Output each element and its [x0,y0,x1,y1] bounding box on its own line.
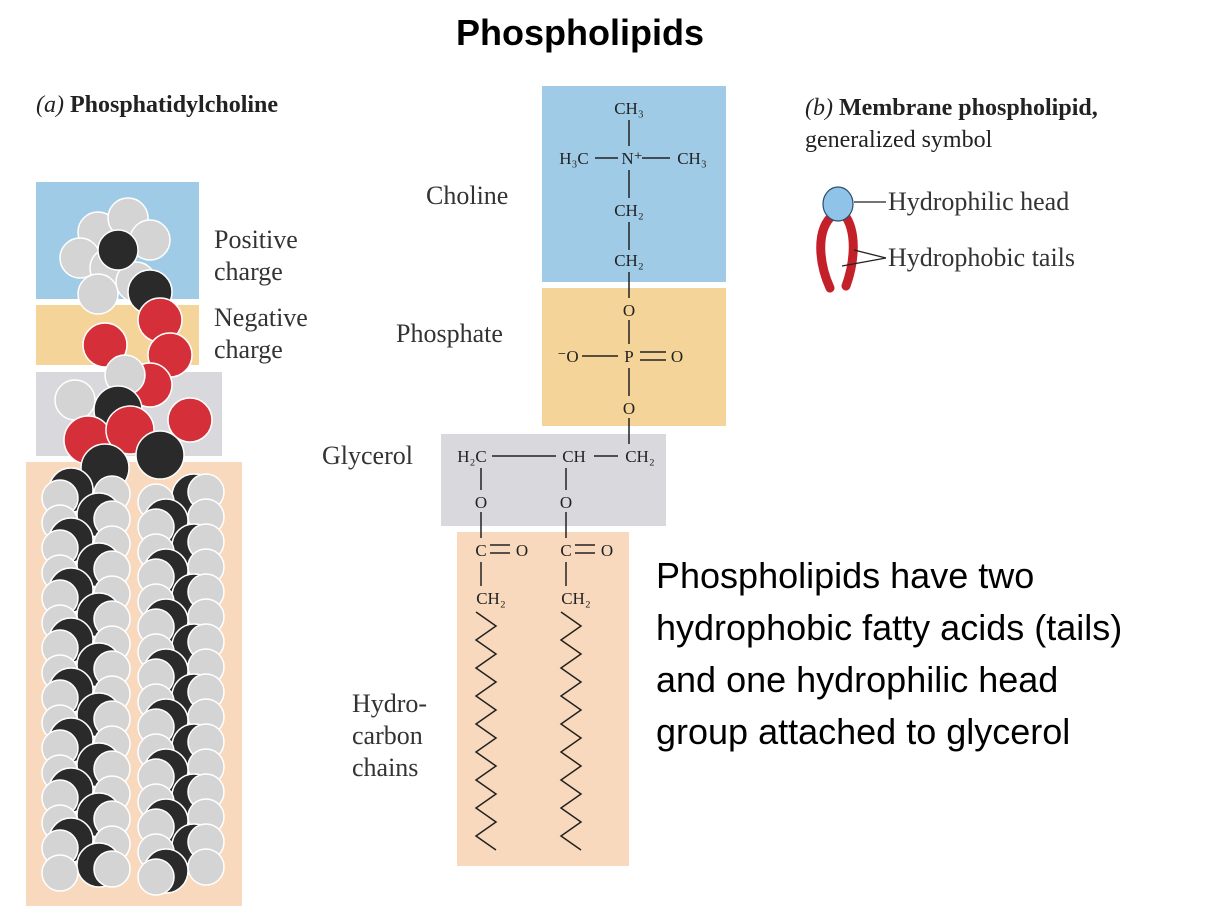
tail-leader-line-right [853,249,887,259]
choline-region [542,86,726,282]
atom-carbonyl-o-left: O [516,541,528,560]
glycerol-label: Glycerol [322,441,413,470]
panel-b-title: Membrane phospholipid, [838,95,1098,121]
hydrophobic-tails-label: Hydrophobic tails [888,243,1076,272]
structural-formula: CH₃ H₃C N⁺ CH₃ CH₂ CH₂ O ⁻O P O O H₂C CH… [441,86,726,866]
atom-c-right: C [560,541,571,560]
negative-charge-line1: Negative [214,303,308,332]
panel-b-letter: (b) [805,95,833,121]
hydrocarbon-label: Hydro- carbon chains [352,688,427,784]
panel-b-title-line: (b) Membrane phospholipid, [805,92,1098,124]
description-line3: and one hydrophilic head [656,659,1059,700]
space-filling-model [26,182,242,906]
hydrophilic-head-shape [822,186,854,222]
atom-o-double: O [671,347,683,366]
panel-b-heading: (b) Membrane phospholipid, generalized s… [805,92,1098,156]
hydrocarbon-region [457,532,629,866]
glycerol-region [441,434,666,526]
hydrogen-atom [77,273,119,315]
atom-h2c: H₂C [457,447,487,466]
atom-o-minus: ⁻O [557,347,578,366]
atom-ch2-b: CH₂ [614,251,644,270]
oxygen-atom [167,397,213,443]
atom-ch: CH [562,447,586,466]
negative-charge-line2: charge [214,335,283,364]
tail-leader-line-left [841,257,887,267]
oxygen-atom [82,322,128,368]
atom-n-plus: N⁺ [621,149,642,168]
description-line4: group attached to glycerol [656,711,1071,752]
hydrocarbon-line2: carbon [352,721,423,750]
hydrophilic-head-label: Hydrophilic head [888,187,1070,216]
phosphate-region [542,288,726,426]
hydrogen-atom [41,854,79,892]
hydrocarbon-line1: Hydro- [352,689,428,718]
description-text: Phospholipids have two hydrophobic fatty… [656,550,1122,758]
atom-p: P [624,347,633,366]
atom-labels: CH₃ H₃C N⁺ CH₃ CH₂ CH₂ O ⁻O P O O H₂C CH… [457,99,707,608]
panel-a-heading: (a) Phosphatidylcholine [36,92,278,119]
atom-spheres [41,197,225,896]
atom-ch3-right: CH₃ [677,149,707,168]
panel-a-letter: (a) [36,92,64,118]
phosphate-label: Phosphate [396,319,503,348]
atom-o-bottom: O [623,399,635,418]
generalized-symbol [816,186,887,293]
atom-ch2-glycerol: CH₂ [625,447,655,466]
bond-lines [474,120,670,851]
choline-label: Choline [426,181,509,210]
carbon-atom [97,229,139,271]
hydrogen-atom [137,858,175,896]
hydrophobic-tail-left [816,209,839,293]
atom-o-left: O [475,493,487,512]
carbon-atom [135,430,185,480]
negative-charge-label: Negative charge [214,302,308,366]
atom-c-left: C [475,541,486,560]
atom-ch2-a: CH₂ [614,201,644,220]
page-title: Phospholipids [456,12,704,53]
positive-charge-line2: charge [214,257,283,286]
atom-carbonyl-o-right: O [601,541,613,560]
hydrogen-atom [187,848,225,886]
hydrocarbon-line3: chains [352,753,419,782]
panel-a-title: Phosphatidylcholine [69,92,279,118]
atom-o-right: O [560,493,572,512]
positive-charge-label: Positive charge [214,224,298,288]
atom-o-top: O [623,301,635,320]
description-line1: Phospholipids have two [656,555,1035,596]
hydrophobic-tail-right [839,209,858,291]
description-line2: hydrophobic fatty acids (tails) [656,607,1123,648]
atom-ch3-top: CH₃ [614,99,644,118]
hydrogen-atom [54,379,96,421]
panel-b-subtitle: generalized symbol [805,127,993,153]
atom-ch2-tail-left: CH₂ [476,589,506,608]
hydrogen-atom [93,850,131,888]
atom-h3c: H₃C [559,149,589,168]
atom-ch2-tail-right: CH₂ [561,589,591,608]
positive-charge-line1: Positive [214,225,298,254]
